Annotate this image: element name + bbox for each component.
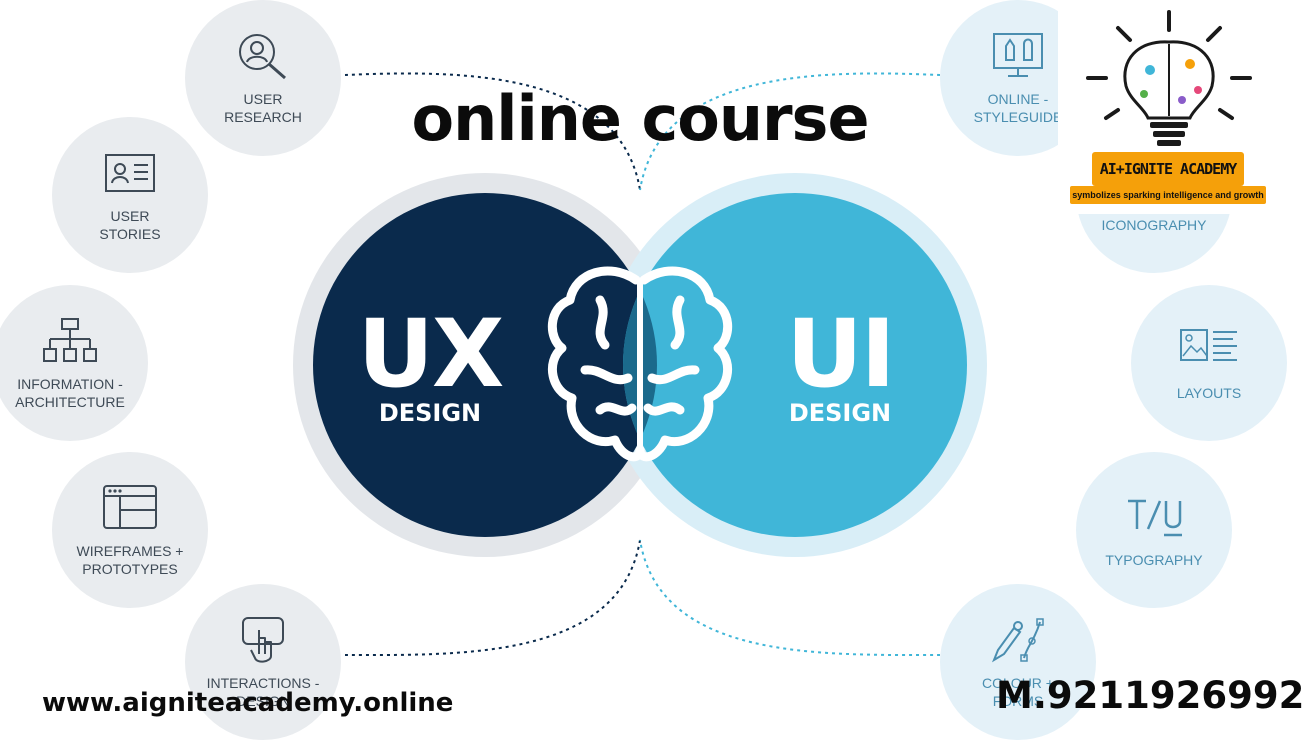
node-label: COLOUR + FORMS bbox=[982, 675, 1054, 709]
academy-logo: AI+IGNITE ACADEMY symbolizes sparking in… bbox=[1058, 0, 1280, 214]
node-label: USER STORIES bbox=[99, 208, 161, 242]
connector-top-left bbox=[344, 72, 641, 191]
logo-name: AI+IGNITE ACADEMY bbox=[1092, 152, 1244, 186]
brain-lightbulb-icon bbox=[1086, 10, 1252, 146]
node-label: USER RESEARCH bbox=[224, 91, 302, 125]
node-label: ICONOGRAPHY bbox=[1101, 217, 1207, 233]
connector-bottom-left bbox=[344, 539, 641, 657]
venn-diagram bbox=[293, 72, 987, 657]
sitemap-icon bbox=[43, 318, 97, 362]
tap-hand-icon bbox=[242, 617, 284, 663]
connector-bottom-right bbox=[639, 539, 941, 657]
node-label: WIREFRAMES + PROTOTYPES bbox=[76, 543, 184, 577]
logo-tagline: symbolizes sparking intelligence and gro… bbox=[1070, 186, 1266, 204]
brain-icon bbox=[547, 266, 733, 462]
phone-number[interactable]: M.9211926992 bbox=[996, 674, 1304, 717]
node-label: ONLINE - STYLEGUIDE bbox=[973, 91, 1063, 125]
ux-circle bbox=[313, 193, 657, 537]
id-card-icon bbox=[105, 154, 155, 192]
page-title: online course bbox=[411, 82, 869, 155]
website-url[interactable]: www.aigniteacademy.online bbox=[42, 688, 454, 718]
node-information-architecture: INFORMATION - ARCHITECTURE bbox=[0, 285, 148, 441]
layout-icon bbox=[1180, 329, 1237, 361]
node-user-research: USER RESEARCH bbox=[185, 0, 341, 156]
ui-subheading: DESIGN bbox=[788, 399, 892, 427]
ux-subheading: DESIGN bbox=[378, 399, 482, 427]
node-label: INFORMATION - ARCHITECTURE bbox=[15, 376, 125, 410]
node-interactions-design: INTERACTIONS - DESIGN bbox=[185, 584, 341, 740]
ui-circle bbox=[623, 193, 967, 537]
monitor-brush-icon bbox=[993, 33, 1043, 77]
ux-heading: UX bbox=[357, 300, 505, 409]
connector-top-right bbox=[639, 72, 941, 191]
node-label: TYPOGRAPHY bbox=[1105, 552, 1203, 568]
node-colour-forms: COLOUR + FORMS bbox=[940, 584, 1096, 740]
node-user-stories: USER STORIES bbox=[52, 117, 208, 273]
node-label: LAYOUTS bbox=[1176, 385, 1242, 401]
node-typography: TYPOGRAPHY bbox=[1076, 452, 1232, 608]
node-wireframes-prototypes: WIREFRAMES + PROTOTYPES bbox=[52, 452, 208, 608]
pen-tool-icon bbox=[991, 618, 1044, 663]
browser-window-icon bbox=[103, 485, 157, 529]
node-label: INTERACTIONS - DESIGN bbox=[206, 675, 320, 709]
node-layouts: LAYOUTS bbox=[1131, 285, 1287, 441]
user-search-icon bbox=[239, 34, 286, 80]
type-icon bbox=[1128, 499, 1182, 537]
ui-heading: UI bbox=[786, 300, 895, 409]
